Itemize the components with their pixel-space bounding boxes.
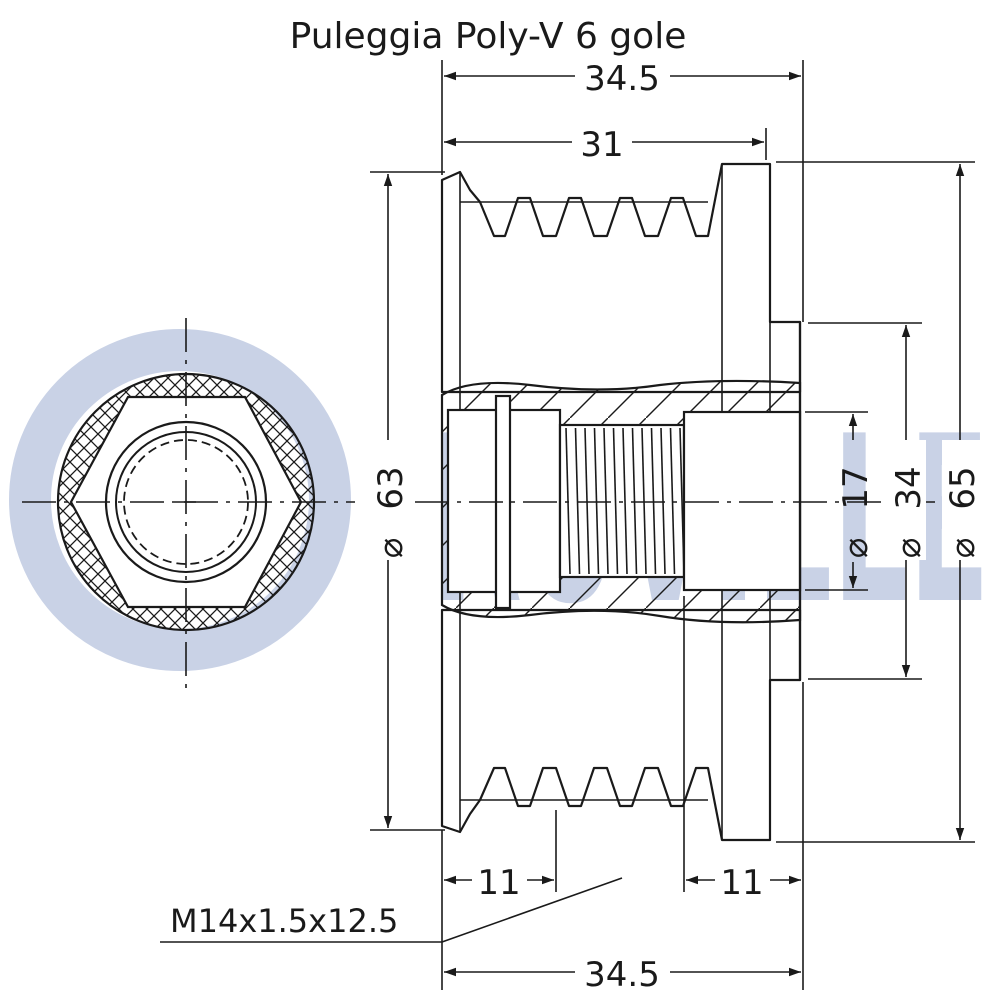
thread-line [650, 427, 657, 575]
dim-17-symbol: ⌀ [836, 538, 876, 558]
front-view [22, 318, 355, 690]
thread-leader-diag [441, 877, 623, 943]
side-section-view [415, 162, 980, 842]
dim-11-right: 11 [720, 863, 763, 903]
bore-right [682, 410, 802, 592]
thread-spec: M14x1.5x12.5 [170, 902, 398, 940]
thread-line [593, 427, 600, 575]
dim-17: 17 [836, 466, 876, 509]
thread-line [574, 427, 581, 575]
watermark-ring-left [9, 329, 351, 671]
thread-line [660, 427, 666, 575]
dim-31: 31 [580, 125, 623, 165]
thread-region [558, 423, 686, 579]
dim-top-34-5: 34.5 [584, 59, 660, 99]
dimensions: 34.5 31 ⌀ 63 ⌀ 65 ⌀ 34 ⌀ 17 [160, 59, 983, 995]
dim-65: 65 [943, 466, 983, 509]
thread-line [641, 427, 647, 575]
pulley-groove-profile-top [440, 162, 802, 394]
dim-34-symbol: ⌀ [889, 538, 929, 558]
thread-line [612, 427, 619, 575]
thread-line [669, 427, 676, 575]
dim-65-symbol: ⌀ [943, 538, 983, 558]
groove-horizontal-lines [460, 201, 708, 801]
thread-line [603, 427, 609, 575]
thread-line [631, 427, 638, 575]
thread-line [584, 427, 590, 575]
thread-line [565, 427, 571, 575]
drawing-title: Puleggia Poly-V 6 gole [290, 16, 687, 57]
dim-63: 63 [371, 466, 411, 509]
thread-line [622, 427, 628, 575]
dim-11-left: 11 [477, 863, 520, 903]
dim-63-symbol: ⌀ [371, 538, 411, 558]
dim-bottom-34-5: 34.5 [584, 955, 660, 995]
extension-lines [370, 60, 975, 990]
dim-34: 34 [889, 466, 929, 509]
